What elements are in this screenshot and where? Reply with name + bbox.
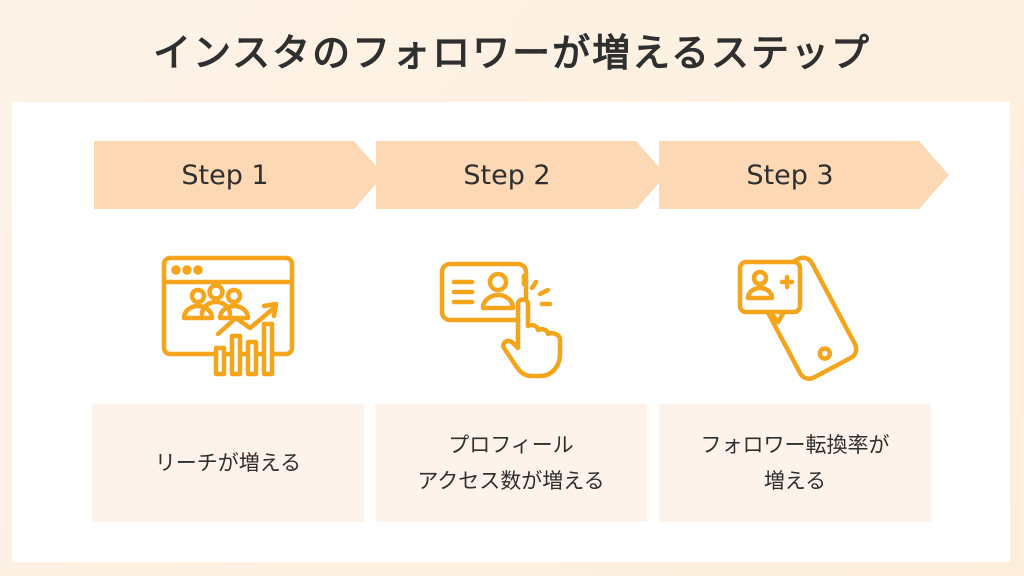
step-2-label: Step 2 <box>463 159 551 191</box>
step-1-label: Step 1 <box>181 159 269 191</box>
step-1-description: リーチが増える <box>92 404 364 522</box>
analytics-browser-icon <box>161 255 295 377</box>
page-title: インスタのフォロワーが増えるステップ <box>152 31 872 75</box>
smartphone-add-follower-icon <box>737 255 859 381</box>
step-1-desc-line-1: リーチが増える <box>154 451 302 475</box>
step-3-desc-line-2: 増える <box>763 469 827 493</box>
step-3-label: Step 3 <box>746 159 834 191</box>
step-1-banner: Step 1 <box>94 141 384 209</box>
step-3-banner: Step 3 <box>659 141 949 209</box>
step-2-desc-line-2: アクセス数が増える <box>417 469 605 493</box>
step-3-description: フォロワー転換率が 増える <box>659 404 931 522</box>
step-3-desc-line-1: フォロワー転換率が <box>700 433 890 457</box>
profile-card-tap-icon <box>439 261 563 379</box>
step-2-description: プロフィール アクセス数が増える <box>375 404 647 522</box>
step-2-banner: Step 2 <box>376 141 666 209</box>
step-2-desc-line-1: プロフィール <box>448 433 574 457</box>
